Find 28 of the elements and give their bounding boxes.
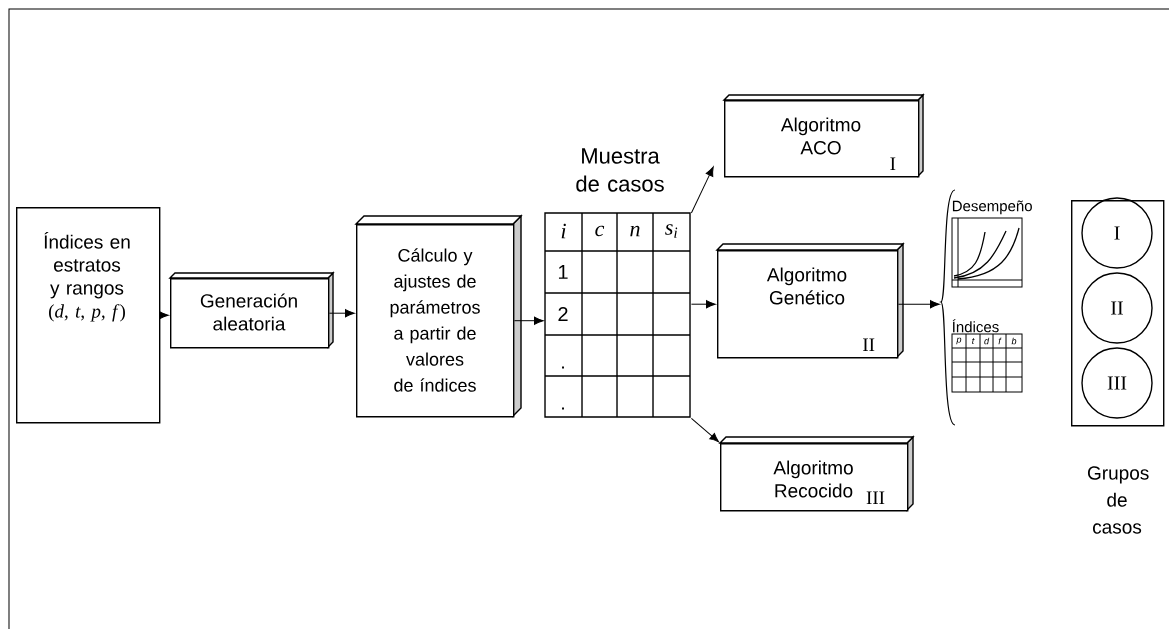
column-header: s$_{i}$	[665, 224, 678, 238]
arrow	[690, 166, 714, 214]
arrow	[328, 309, 355, 318]
table-heading: Muestra de casos	[576, 148, 664, 192]
arrow	[159, 311, 169, 320]
row-number: .	[562, 407, 564, 410]
column-header: b	[1011, 337, 1017, 345]
chart-label: Desempeño	[952, 200, 1032, 215]
roman-numeral: III	[866, 491, 885, 504]
arrow	[690, 300, 716, 309]
column-header: p	[956, 337, 962, 345]
row-number: .	[562, 366, 564, 369]
column-header: n	[630, 225, 640, 237]
roman-numeral: I	[890, 157, 896, 170]
arrow	[690, 417, 720, 443]
process-box: Índices en estratos y rangos (d, t, p, f)	[16, 207, 161, 424]
row-number: 2	[558, 307, 568, 321]
row-number: 1	[558, 265, 568, 279]
column-header: c	[595, 225, 605, 237]
column-header: i	[561, 223, 566, 239]
column-header: f	[998, 337, 1002, 345]
arrow	[897, 300, 940, 309]
column-header: t	[972, 338, 975, 344]
group-label: Grupos de casos	[1087, 466, 1149, 534]
table-label: Índices	[952, 319, 999, 333]
arrow	[513, 316, 544, 325]
roman-numeral: II	[863, 338, 875, 351]
column-header: d	[984, 337, 990, 345]
